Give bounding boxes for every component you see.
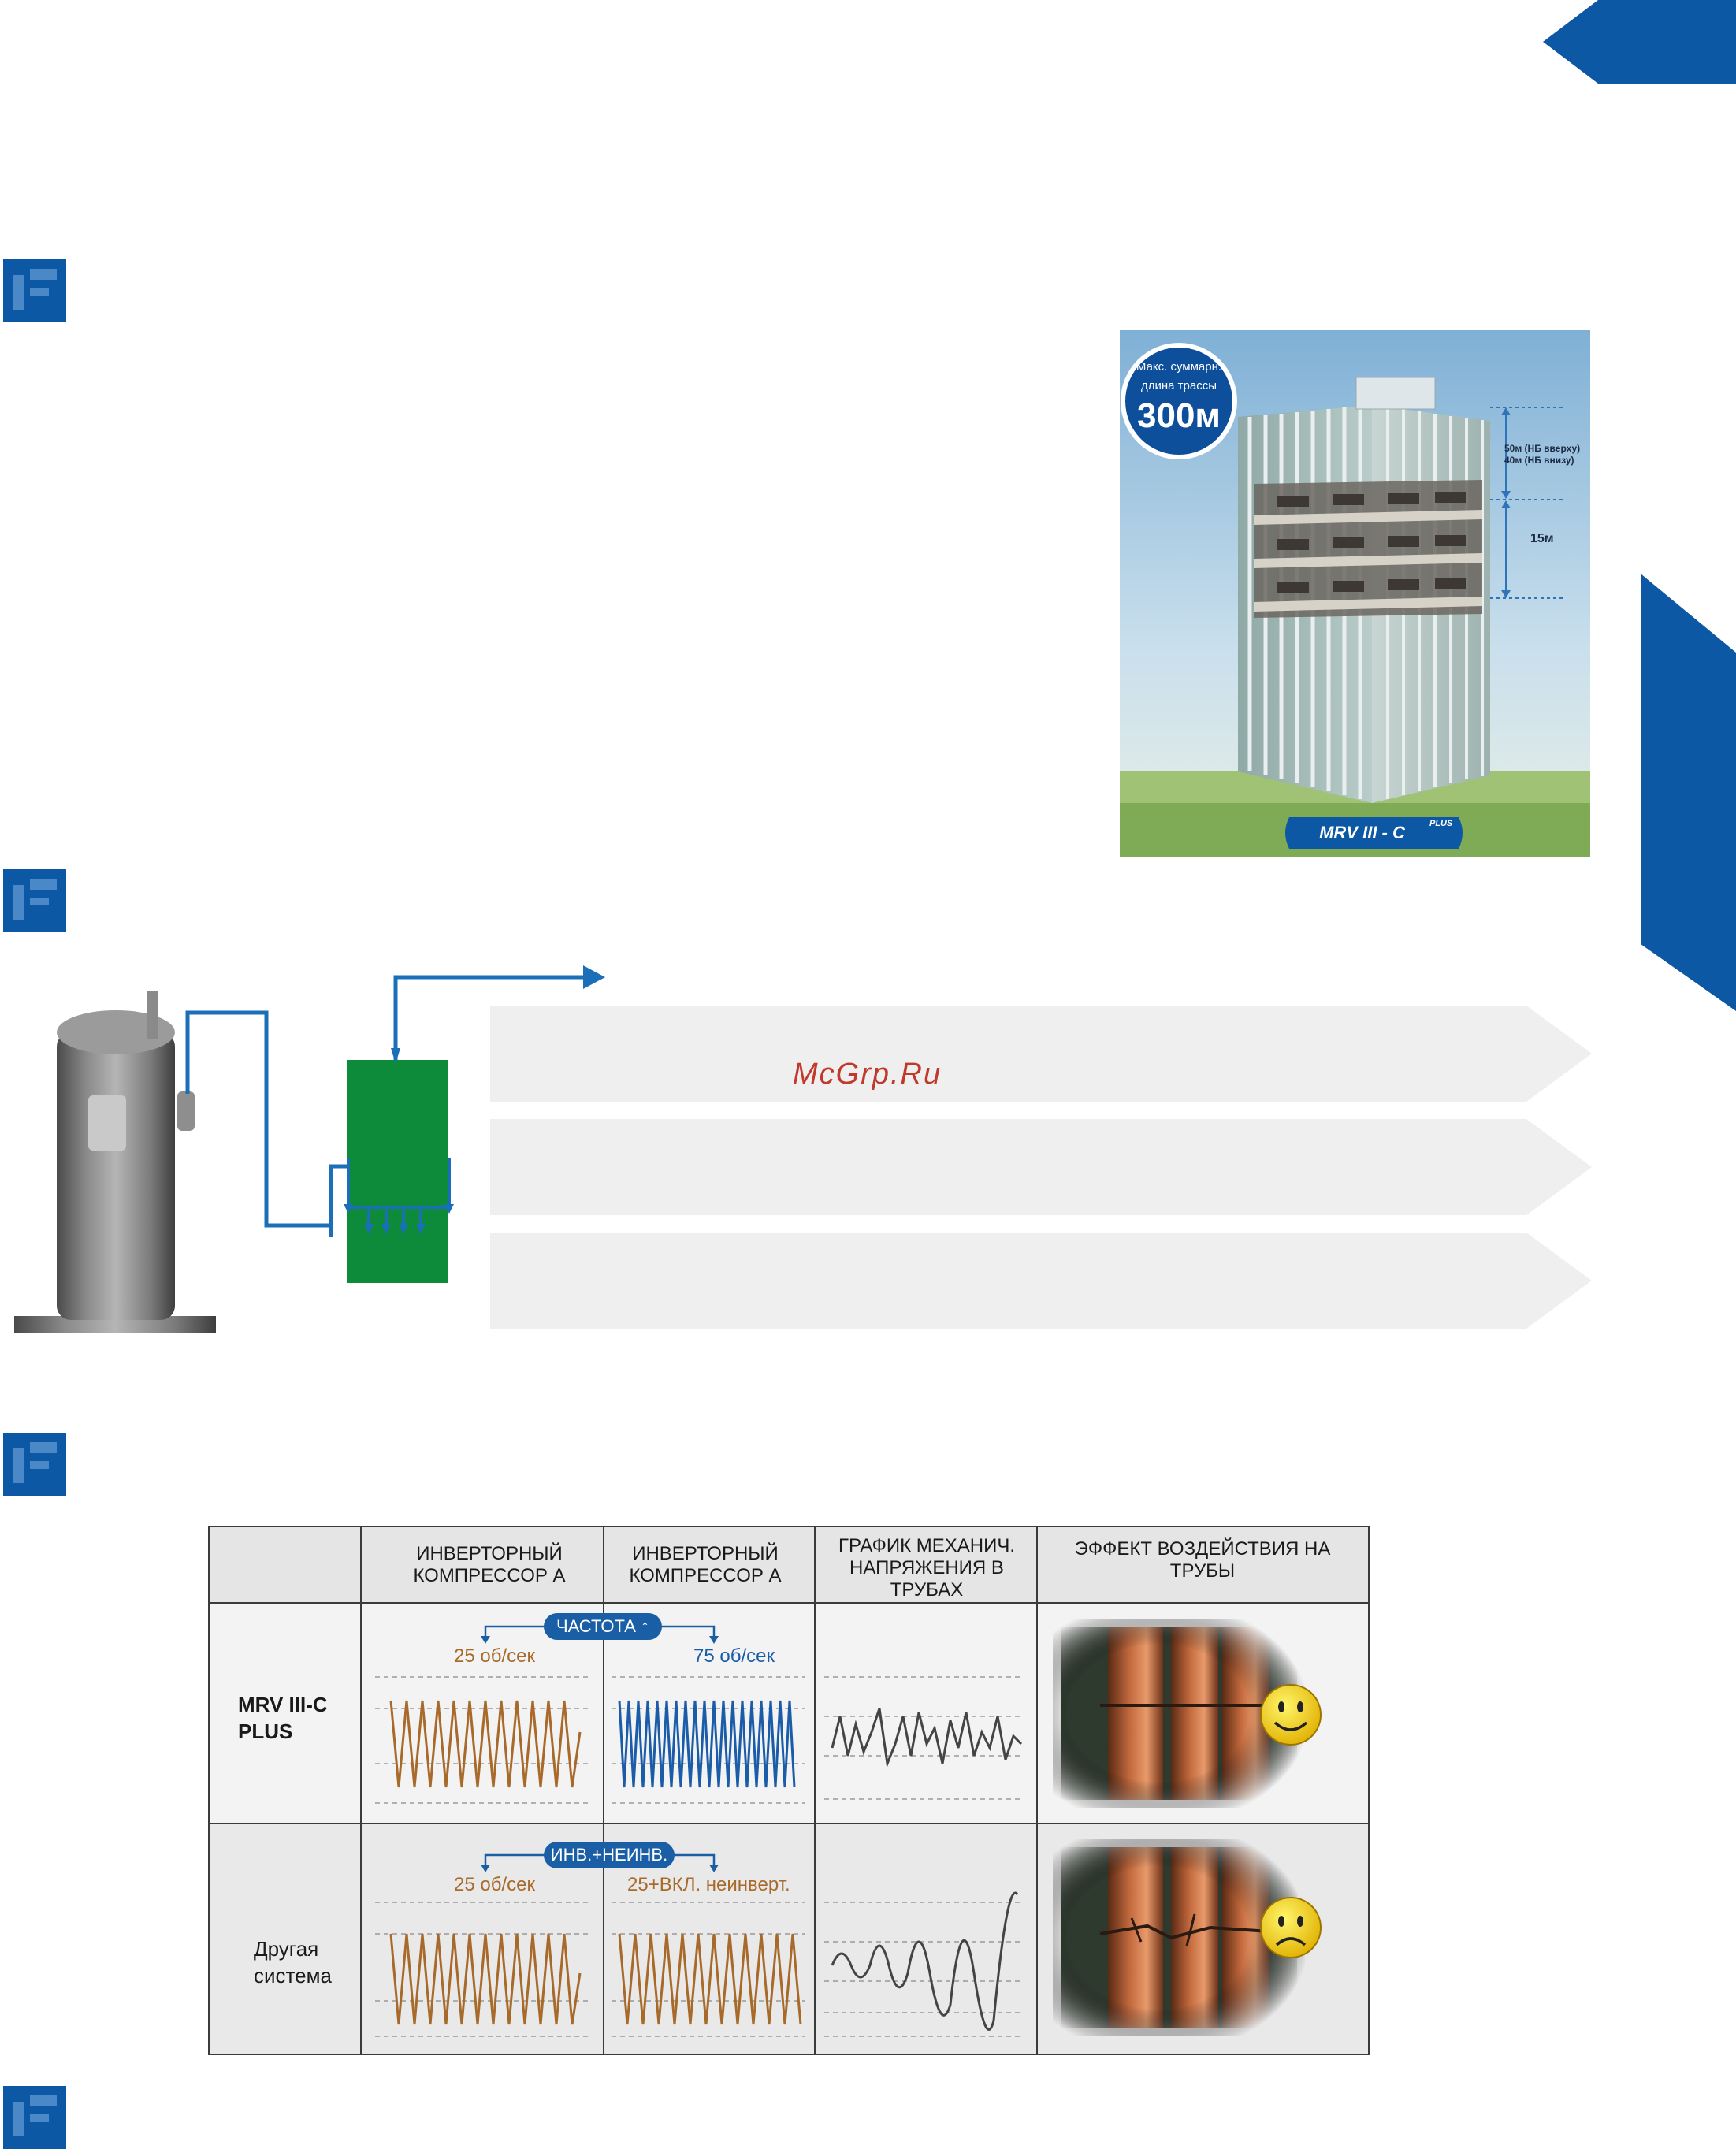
row-1-label-line2: PLUS bbox=[238, 1720, 293, 1743]
dim-upper-line2: 40м (НБ внизу) bbox=[1504, 455, 1574, 466]
side-tab-shape bbox=[1641, 574, 1736, 1011]
row-2-wave-compressor-a bbox=[375, 1902, 588, 2037]
row-1-freq-a: 25 об/сек bbox=[454, 1645, 535, 1667]
corner-tab-shape bbox=[1543, 0, 1736, 84]
mrv-brand-badge: MRV III - C PLUS bbox=[1289, 817, 1466, 849]
row-2-stress-graph bbox=[824, 1891, 1021, 2037]
row-1-wave-compressor-a bbox=[375, 1676, 588, 1804]
section-marker-3 bbox=[3, 1433, 66, 1496]
arrow-banner-3 bbox=[490, 1233, 1592, 1329]
row-2-label-line1: Другая bbox=[254, 1937, 319, 1961]
header-effect: ЭФФЕКТ ВОЗДЕЙСТВИЯ НА ТРУБЫ bbox=[1074, 1538, 1331, 1582]
row-2-wave-compressor-b bbox=[612, 1902, 805, 2037]
dim-lower: 15м bbox=[1530, 532, 1554, 545]
row-2-label-line2: система bbox=[254, 1964, 332, 1987]
row-2-freq-b: 25+ВКЛ. неинверт. bbox=[627, 1874, 790, 1895]
brand-sup: PLUS bbox=[1429, 819, 1453, 828]
section-marker-4 bbox=[3, 2086, 66, 2149]
comparison-table: ИНВЕРТОРНЫЙ КОМПРЕССОР А ИНВЕРТОРНЫЙ КОМ… bbox=[208, 1526, 1370, 2055]
building-illustration: Макс. суммарн. длина трассы 300м 50м (НБ… bbox=[1120, 330, 1590, 857]
table-header-row bbox=[210, 1527, 1368, 1603]
bubble-line2: длина трассы bbox=[1140, 379, 1217, 392]
row-2-freq-a: 25 об/сек bbox=[454, 1874, 535, 1895]
header-stress-graph: ГРАФИК МЕХАНИЧ. НАПРЯЖЕНИЯ В ТРУБАХ bbox=[838, 1535, 1015, 1601]
arrow-banner-2 bbox=[490, 1119, 1592, 1215]
arrow-banner-1 bbox=[490, 1006, 1592, 1102]
section-marker-2 bbox=[3, 869, 66, 932]
brand-main: MRV III - C bbox=[1319, 823, 1405, 842]
smiley-sad-icon bbox=[1260, 1897, 1322, 1958]
bubble-value: 300м bbox=[1137, 396, 1221, 435]
table-grid bbox=[210, 1527, 1368, 2054]
row-1-wave-compressor-b bbox=[612, 1676, 805, 1804]
row-1-freq-b: 75 об/сек bbox=[693, 1645, 775, 1667]
header-compressor-a-1: ИНВЕРТОРНЫЙ КОМПРЕССОР А bbox=[413, 1543, 566, 1586]
row-2-pill: ИНВ.+НЕИНВ. bbox=[544, 1842, 675, 1868]
bubble-line1: Макс. суммарн. bbox=[1136, 360, 1222, 374]
row-1-pill: ЧАСТОТА ↑ bbox=[544, 1613, 662, 1640]
row-1-stress-graph bbox=[824, 1676, 1023, 1800]
dim-upper-line1: 50м (НБ вверху) bbox=[1504, 443, 1581, 454]
row-1-label-line1: MRV III-C bbox=[238, 1693, 328, 1716]
compressor-diagram bbox=[14, 965, 605, 1333]
section-marker-1 bbox=[3, 259, 66, 322]
watermark: McGrp.Ru bbox=[793, 1058, 942, 1091]
header-compressor-a-2: ИНВЕРТОРНЫЙ КОМПРЕССОР А bbox=[629, 1543, 782, 1586]
smiley-happy-icon bbox=[1260, 1684, 1322, 1746]
